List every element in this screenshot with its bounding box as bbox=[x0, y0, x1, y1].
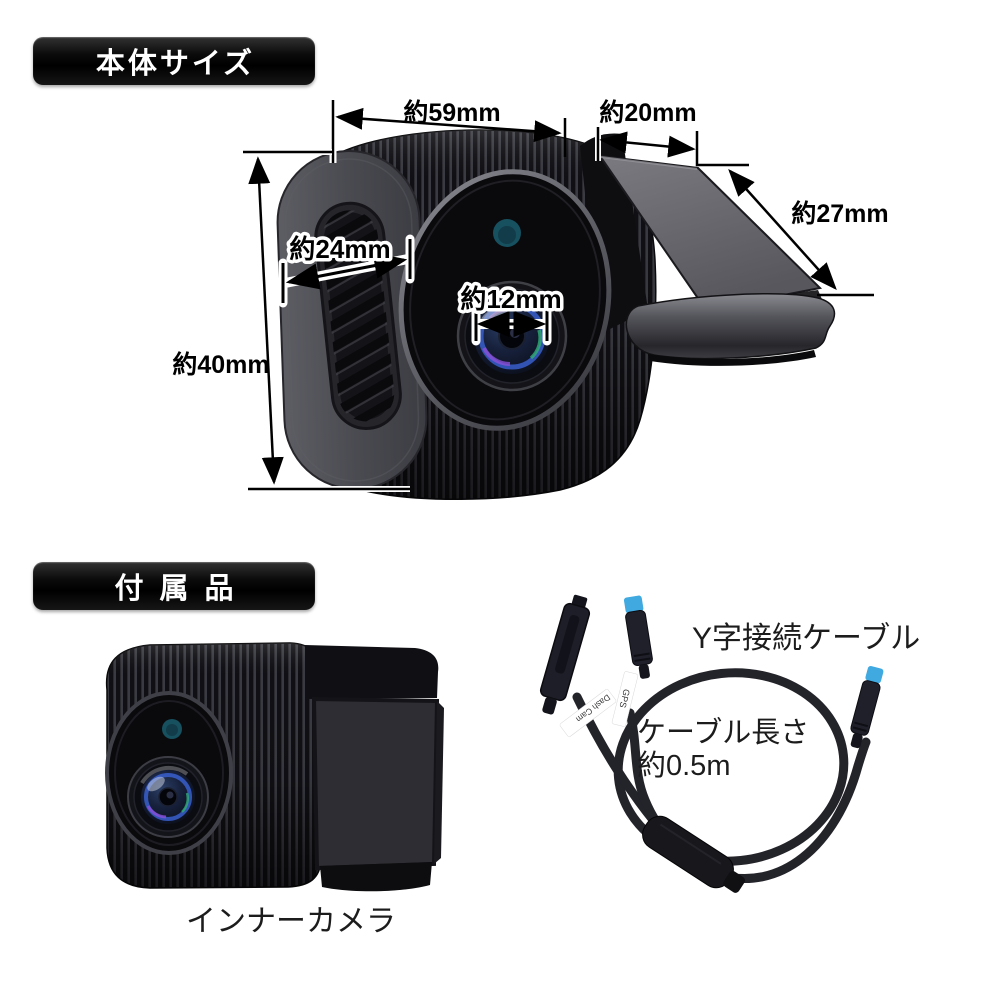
mount-bracket-shadow bbox=[648, 350, 816, 366]
y-cable-length-note: ケーブル長さ 約0.5m bbox=[637, 717, 809, 783]
cable-connector-dashcam bbox=[539, 594, 591, 715]
inner-camera-foot bbox=[320, 862, 432, 892]
inner-camera-lens bbox=[127, 756, 209, 838]
inner-camera-panel bbox=[311, 696, 440, 871]
dimension-12mm: 約12mm bbox=[457, 281, 565, 346]
dimension-lens-diameter-label: 約12mm bbox=[460, 284, 561, 314]
inner-camera-illustration bbox=[105, 642, 444, 892]
dimension-59mm: 約59mm bbox=[329, 98, 567, 163]
inner-camera-caption: インナーカメラ bbox=[186, 905, 396, 938]
dimension-mount-depth-label: 約27mm bbox=[791, 199, 888, 228]
sensor-dot-inner bbox=[498, 226, 516, 244]
accessories-banner-label: 付属品 bbox=[114, 573, 250, 605]
cable-tag-gps-label: GPS bbox=[611, 671, 639, 727]
dimension-40mm: 約40mm bbox=[172, 149, 410, 492]
dimension-width-label: 約59mm bbox=[403, 98, 500, 127]
y-cable-illustration: Dash Cam GPS bbox=[539, 594, 884, 893]
cable-length-line1: ケーブル長さ bbox=[637, 717, 810, 749]
cable-connector-right bbox=[850, 665, 884, 749]
mount-plate-highlight bbox=[600, 156, 698, 170]
dimension-mount-width-label: 約20mm bbox=[599, 98, 696, 127]
dimension-24mm: 約24mm bbox=[278, 231, 415, 308]
cable-junction bbox=[642, 815, 746, 893]
mount-bracket bbox=[625, 293, 836, 360]
cable-connector-gps bbox=[623, 595, 653, 679]
dimension-annotations: 約59mm 約20mm 約27mm bbox=[172, 98, 889, 492]
dimension-20mm: 約20mm bbox=[595, 98, 749, 167]
section-banner-accessories: 付属品 bbox=[33, 562, 315, 610]
section-banner-body-size: 本体サイズ bbox=[33, 37, 315, 85]
cable-tag-dashcam-label: Dash Cam bbox=[559, 689, 617, 737]
inner-sensor-dot-core bbox=[166, 724, 178, 736]
inner-camera-bracket-top bbox=[305, 645, 439, 699]
dimension-27mm: 約27mm bbox=[728, 168, 889, 297]
cable-tag-gps-text: GPS bbox=[617, 688, 631, 709]
y-cable-title: Y字接続ケーブル bbox=[692, 622, 921, 655]
cable-length-line2: 約0.5m bbox=[637, 749, 731, 782]
dimension-body-depth-label: 約24mm bbox=[289, 234, 390, 264]
dashcam-illustration bbox=[276, 129, 836, 500]
body-size-banner-label: 本体サイズ bbox=[95, 48, 256, 80]
inner-camera-panel-edge bbox=[434, 701, 444, 864]
dimension-height-label: 約40mm bbox=[172, 350, 269, 379]
